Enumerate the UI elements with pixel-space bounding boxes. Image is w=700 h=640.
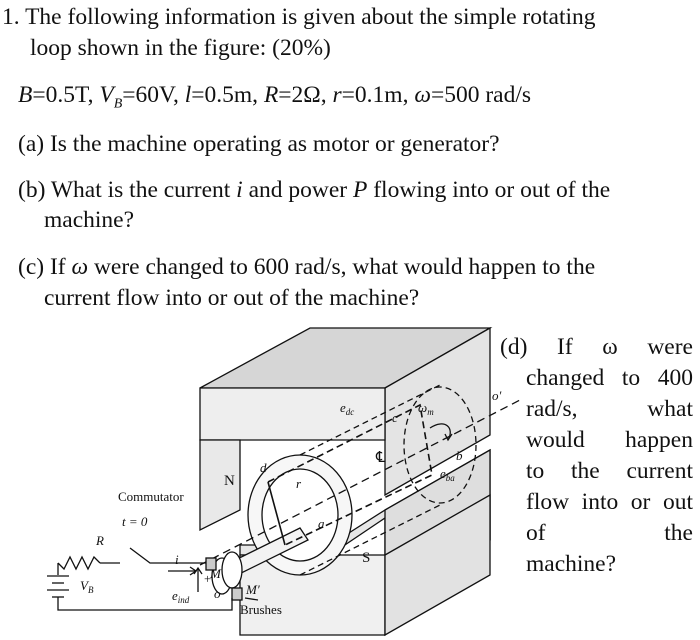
problem-number: 1. xyxy=(2,4,20,30)
label-a: a xyxy=(318,516,325,531)
label-d: d xyxy=(260,460,267,475)
label-omega-m: ωm xyxy=(418,400,434,417)
part-d-line2: changed to 400 xyxy=(526,365,693,391)
given-B-value: =0.5T, xyxy=(32,82,100,108)
given-omega-symbol: ω xyxy=(414,82,431,108)
part-d-line3: rad/s, what xyxy=(526,396,693,422)
given-l-value: =0.5m, xyxy=(191,82,264,108)
part-c-text-pre: (c) If xyxy=(18,254,72,280)
label-c: c xyxy=(392,410,398,425)
part-d-line7: of the xyxy=(526,520,693,546)
part-b-power-symbol: P xyxy=(353,177,368,203)
label-Mprime: M′ xyxy=(245,582,260,597)
label-S: S xyxy=(362,550,370,566)
part-c-omega-symbol: ω xyxy=(71,254,89,280)
label-b: b xyxy=(456,448,463,463)
label-N: N xyxy=(224,473,235,489)
label-commutator: Commutator xyxy=(118,489,184,504)
part-b-line1: (b) What is the current i and power P fl… xyxy=(18,175,610,205)
label-centerline: ℄ xyxy=(375,450,386,466)
given-values: B=0.5T, VB=60V, l=0.5m, R=2Ω, r=0.1m, ω=… xyxy=(18,82,531,113)
label-o: o xyxy=(214,586,221,601)
intro-text-2: loop shown in the figure: (20%) xyxy=(30,35,331,61)
part-b-current-symbol: i xyxy=(236,177,243,203)
part-d-line4: would happen xyxy=(526,427,693,453)
part-c-line2: current flow into or out of the machine? xyxy=(44,285,420,311)
label-t0: t = 0 xyxy=(122,514,148,529)
part-c-text-post: were changed to 600 rad/s, what would ha… xyxy=(88,254,596,280)
problem-intro-line1: 1. The following information is given ab… xyxy=(2,2,596,32)
rotation-arrowhead xyxy=(444,433,453,442)
given-R-symbol: R xyxy=(263,82,279,108)
part-b-text-mid: and power xyxy=(242,177,353,203)
given-R-value: =2Ω, xyxy=(278,82,333,108)
given-V-value: =60V, xyxy=(122,82,185,108)
rotating-loop xyxy=(267,403,433,546)
given-B-symbol: B xyxy=(18,82,33,108)
label-M: M xyxy=(209,566,222,581)
given-V-symbol: V xyxy=(99,82,114,108)
part-d-line1: (d) If ω were xyxy=(500,334,693,360)
part-a: (a) Is the machine operating as motor or… xyxy=(18,131,500,157)
label-i: i xyxy=(175,552,179,567)
given-l-symbol: l xyxy=(184,82,192,108)
label-oprime: o′ xyxy=(492,388,502,403)
label-edc: edc xyxy=(340,400,354,417)
label-plus: + xyxy=(204,571,211,586)
part-d-line6: flow into or out xyxy=(526,489,693,515)
intro-text-1: The following information is given about… xyxy=(25,4,596,30)
given-r-value: =0.1m, xyxy=(341,82,415,108)
label-VB: VB xyxy=(80,578,94,595)
label-eind: eind xyxy=(172,588,190,605)
rotating-loop-figure: N S Commutator Brushes t = 0 R VB i eind… xyxy=(47,326,520,637)
part-b-text-post: flowing into or out of the xyxy=(367,177,611,203)
given-V-subscript: B xyxy=(113,96,123,112)
label-eba: eba xyxy=(440,466,455,483)
given-r-symbol: r xyxy=(332,82,342,108)
part-c-line1: (c) If ω were changed to 600 rad/s, what… xyxy=(18,252,595,282)
part-b-text-pre: (b) What is the current xyxy=(18,177,237,203)
part-b-line2: machine? xyxy=(44,207,135,233)
label-R: R xyxy=(95,533,104,548)
part-d-line5: to the current xyxy=(526,458,693,484)
brushes xyxy=(205,557,259,601)
label-r: r xyxy=(296,476,302,491)
part-d-line8: machine? xyxy=(526,551,617,577)
given-omega-value: =500 rad/s xyxy=(430,82,531,108)
north-pole-piece xyxy=(199,326,493,532)
label-brushes: Brushes xyxy=(240,602,282,617)
external-circuit xyxy=(47,547,233,611)
part-d: (d) If ω were changed to 400 rad/s, what… xyxy=(500,332,693,580)
